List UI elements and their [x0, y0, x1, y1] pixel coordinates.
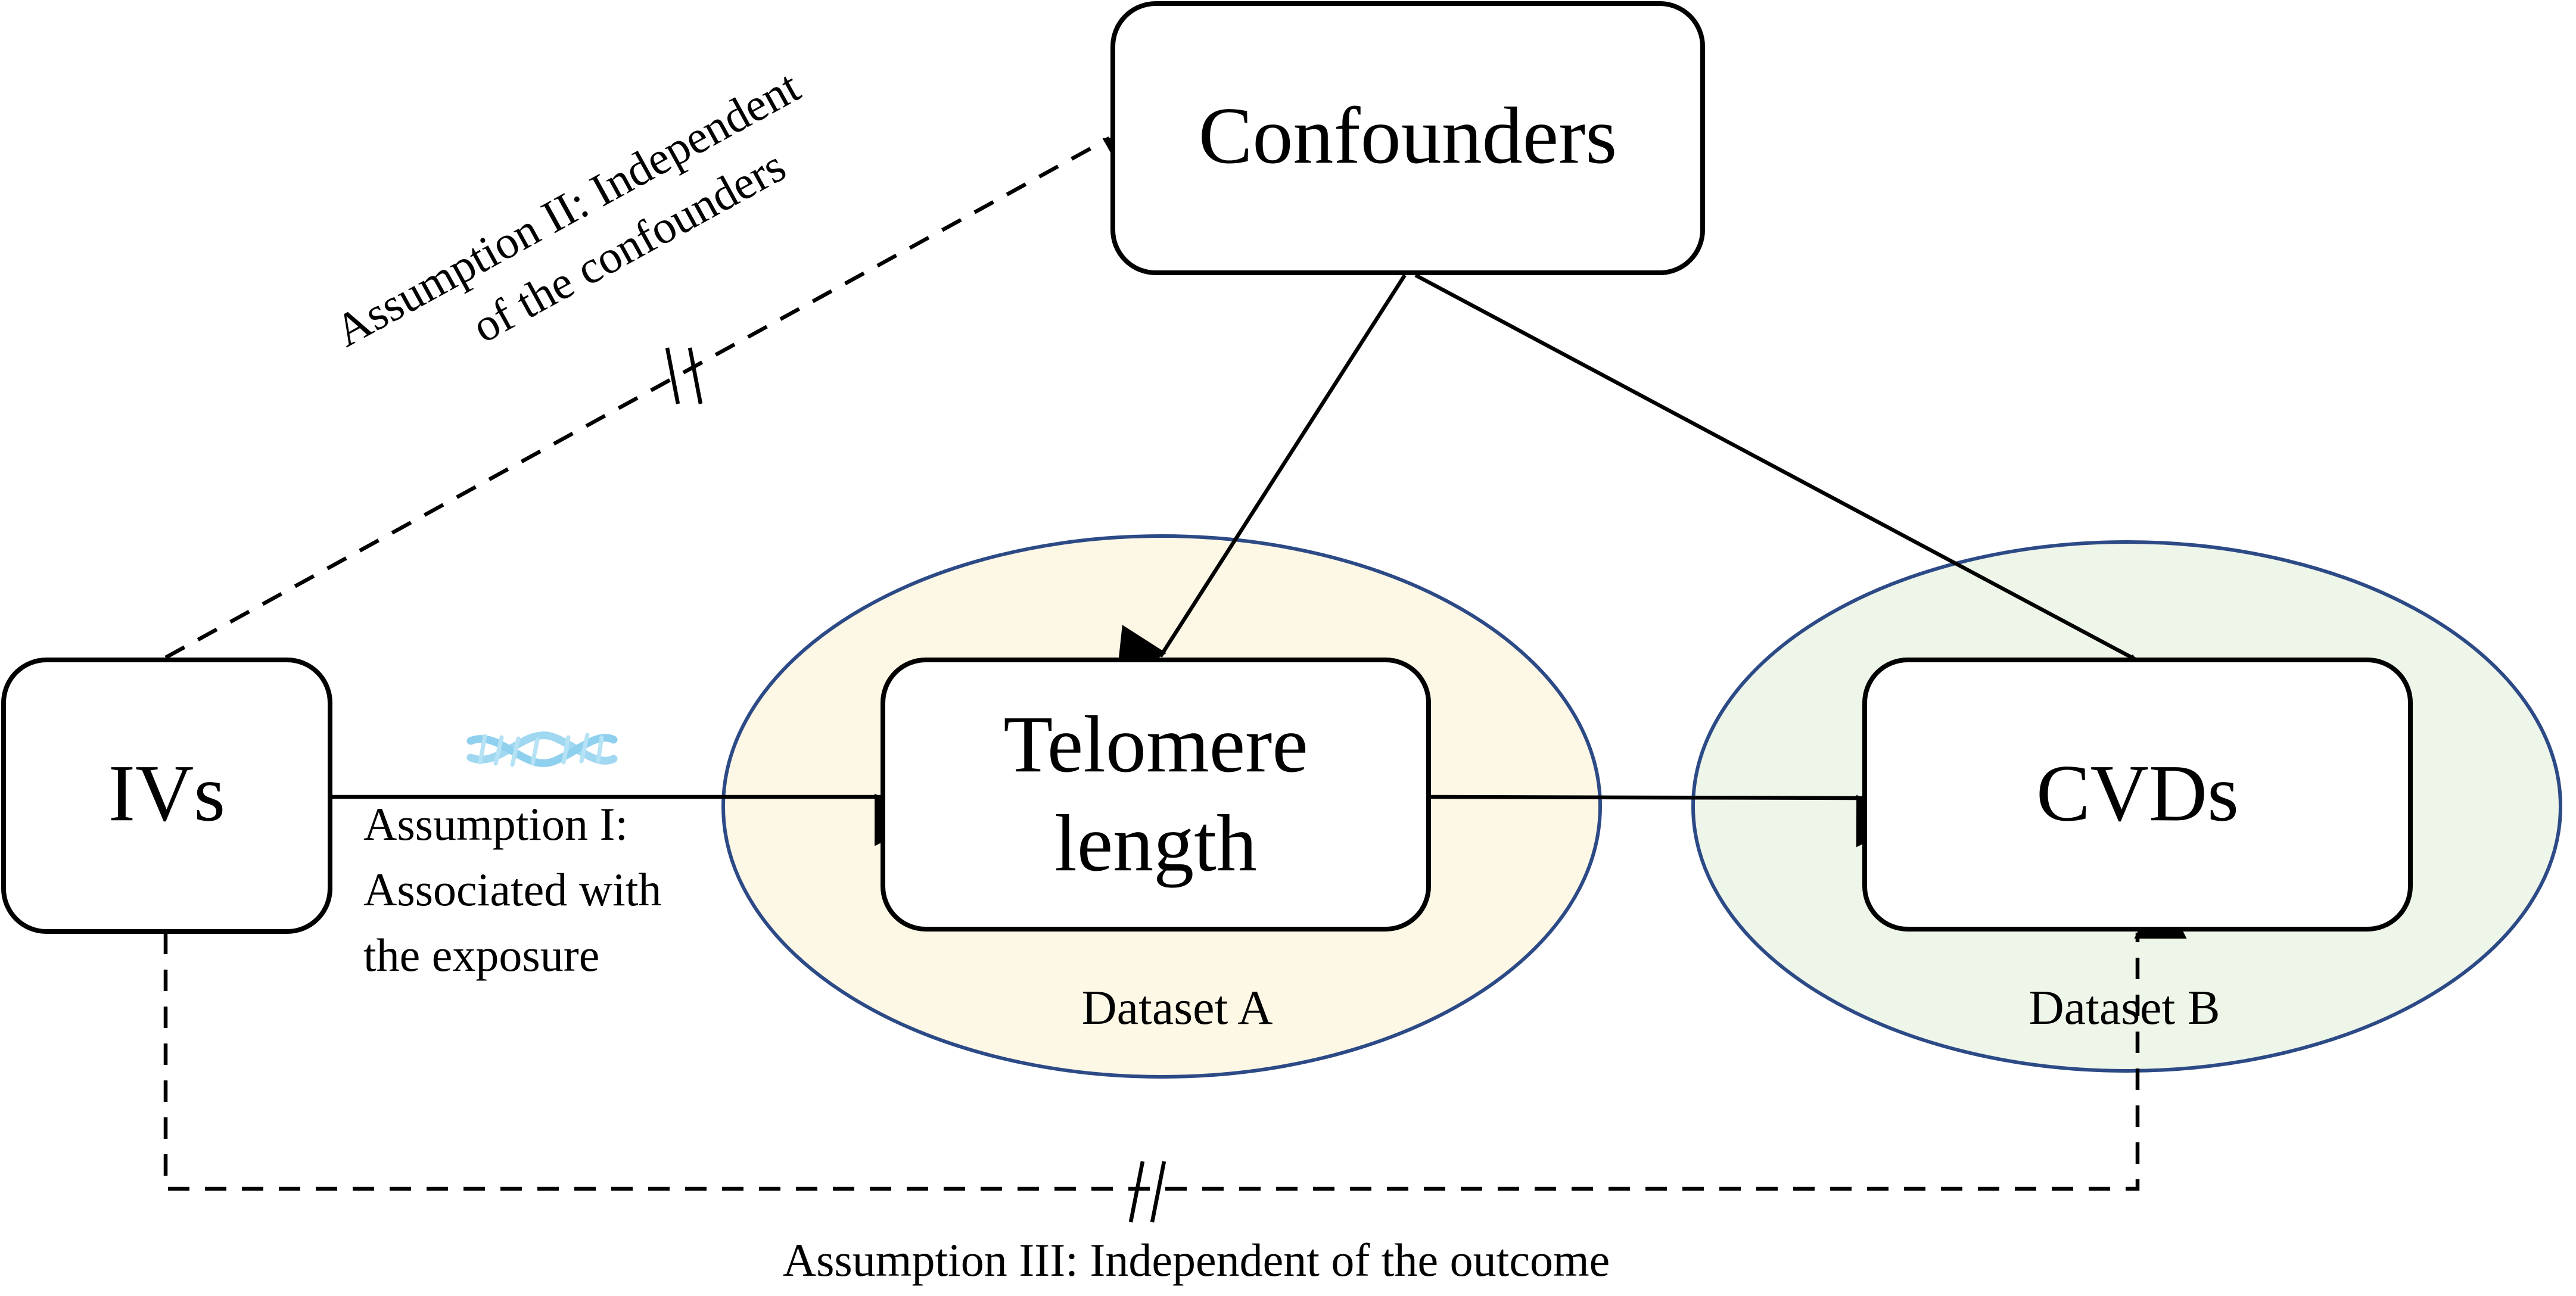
confounders-label: Confounders	[1199, 91, 1617, 180]
cvds-node: CVDs	[1862, 658, 2413, 932]
break-mark-confounders	[665, 347, 703, 404]
dashed-path-ivs-to-cvds	[163, 886, 2187, 1191]
ivs-label: IVs	[108, 749, 225, 838]
arrow-confounders-to-telomere	[1116, 274, 1407, 683]
assumption-one-line2: Associated with	[363, 864, 661, 915]
arrow-confounders-to-cvds	[1414, 273, 2167, 702]
dna-helix-icon	[466, 731, 618, 767]
telomere-length-node: Telomere length	[881, 658, 1431, 932]
cvds-label: CVDs	[2036, 749, 2239, 838]
assumption-two-label: Assumption II: Independent of the confou…	[326, 60, 808, 357]
ivs-node: IVs	[1, 658, 332, 934]
break-mark-outcome	[1128, 1161, 1166, 1223]
assumption-three-label: Assumption III: Independent of the outco…	[783, 1234, 1610, 1286]
telomere-label-line2: length	[1054, 799, 1257, 888]
arrow-telomere-to-cvds	[1430, 795, 1909, 848]
telomere-label-line1: Telomere	[1003, 700, 1308, 789]
dataset-a-label: Dataset A	[1081, 980, 1273, 1035]
assumption-one-line1: Assumption I:	[363, 798, 628, 850]
assumption-one-line3: the exposure	[363, 929, 599, 981]
dashed-arrow-ivs-to-confounders	[164, 136, 1161, 659]
confounders-node: Confounders	[1110, 1, 1705, 275]
dataset-b-label: Dataset B	[2029, 980, 2220, 1035]
